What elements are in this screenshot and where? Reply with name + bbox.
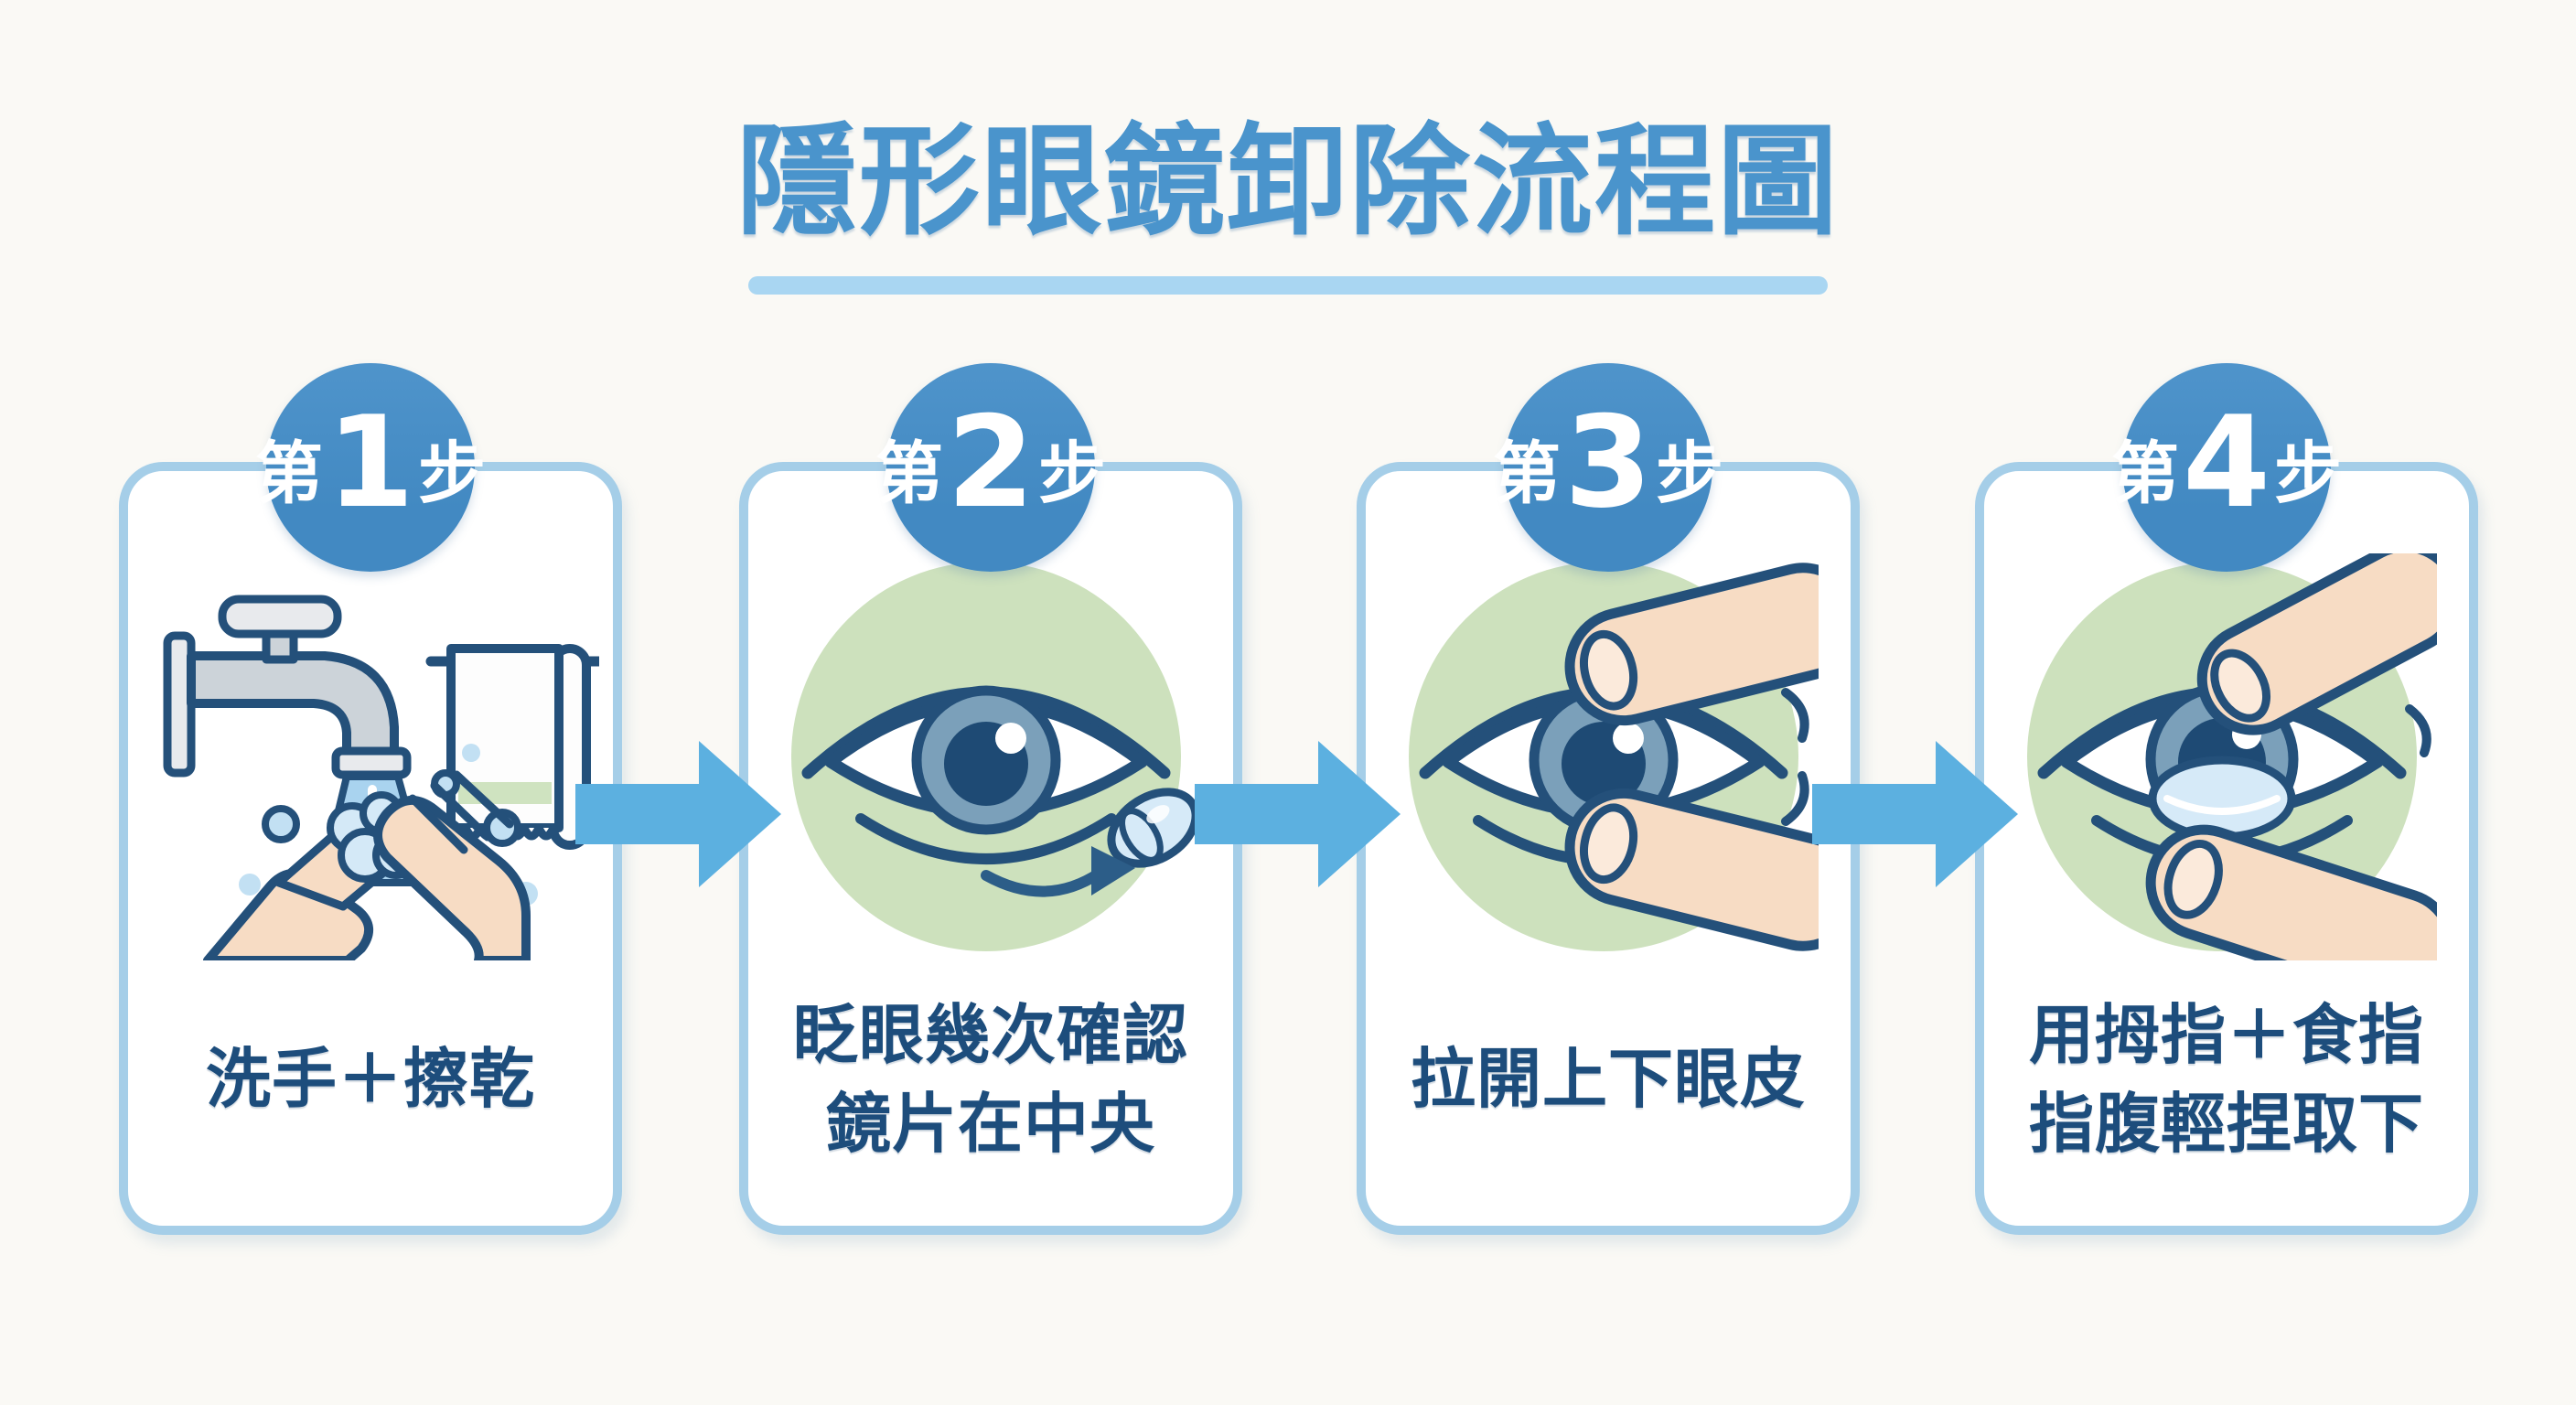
step-2-badge: 第 2 步 xyxy=(875,363,1106,572)
step-1-label: 洗手＋擦乾 xyxy=(135,956,606,1204)
pinch-lens-icon xyxy=(1984,552,2469,961)
page-title: 隱形眼鏡卸除流程圖 xyxy=(736,112,1840,252)
step-label-line: 洗手＋擦乾 xyxy=(205,1041,535,1118)
flow-arrow-1 xyxy=(575,741,781,887)
flow-arrow-2 xyxy=(1195,741,1401,887)
step-4-label: 用拇指＋食指 指腹輕捏取下 xyxy=(1991,956,2462,1204)
step-3-badge: 第 3 步 xyxy=(1493,363,1723,572)
badge-prefix: 第 xyxy=(254,434,323,513)
badge-number: 1 xyxy=(326,389,415,536)
step-card-4: 第 4 步 xyxy=(1975,363,2478,1235)
step-card-2: 第 2 步 xyxy=(739,363,1242,1235)
step-1-badge: 第 1 步 xyxy=(255,363,486,572)
step-4-badge: 第 4 步 xyxy=(2111,363,2342,572)
step-label-line: 拉開上下眼皮 xyxy=(1410,1041,1806,1118)
flow-arrow-3 xyxy=(1812,741,2018,887)
handwash-icon xyxy=(128,552,613,961)
step-card-3: 第 3 步 xyxy=(1357,363,1860,1235)
badge-suffix: 步 xyxy=(1656,434,1724,513)
eye-lens-centered-icon xyxy=(748,552,1233,961)
badge-suffix: 步 xyxy=(2274,434,2343,513)
badge-prefix: 第 xyxy=(1492,434,1561,513)
badge-suffix: 步 xyxy=(1038,434,1107,513)
step-3-label: 拉開上下眼皮 xyxy=(1373,956,1843,1204)
badge-prefix: 第 xyxy=(2110,434,2179,513)
step-label-line: 鏡片在中央 xyxy=(825,1085,1155,1162)
step-label-line: 指腹輕捏取下 xyxy=(2028,1085,2424,1162)
step-card-1: 第 1 步 xyxy=(119,363,622,1235)
badge-number: 2 xyxy=(946,389,1036,536)
badge-suffix: 步 xyxy=(418,434,487,513)
step-label-line: 用拇指＋食指 xyxy=(2028,996,2424,1073)
step-2-label: 眨眼幾次確認 鏡片在中央 xyxy=(756,956,1226,1204)
badge-number: 3 xyxy=(1563,389,1653,536)
title-underline xyxy=(748,276,1828,295)
badge-number: 4 xyxy=(2182,389,2271,536)
pull-eyelids-icon xyxy=(1366,552,1851,961)
badge-prefix: 第 xyxy=(875,434,943,513)
step-label-line: 眨眼幾次確認 xyxy=(792,996,1188,1073)
